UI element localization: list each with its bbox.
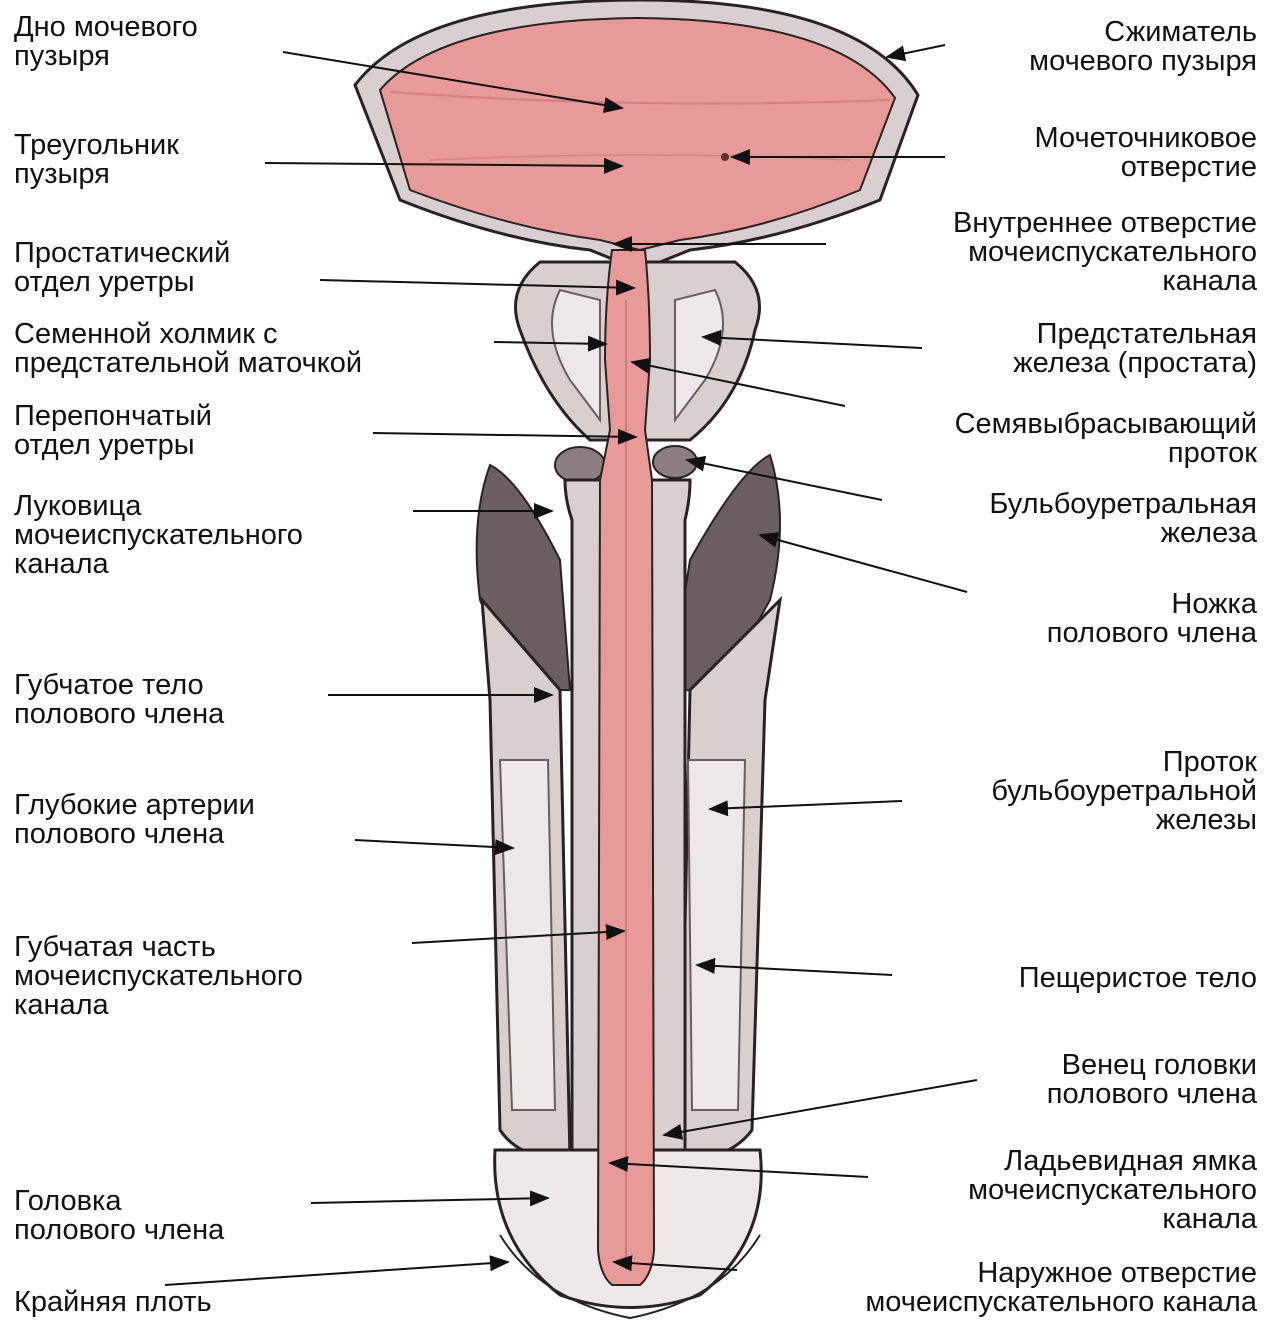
label-text: отдел уретры: [14, 268, 230, 297]
label-text: Глубокие артерии: [14, 791, 255, 820]
label-prostate: Предстательная железа (простата): [1013, 320, 1257, 378]
label-text: Мочеточниковое: [1035, 124, 1258, 153]
label-text: канала: [968, 1205, 1257, 1234]
bulbourethral-gland-left: [555, 447, 605, 483]
label-text: мочеиспускательного канала: [865, 1288, 1257, 1317]
label-text: Ладьевидная ямка: [968, 1147, 1257, 1176]
label-text: Бульбоуретральная: [989, 490, 1257, 519]
label-text: Семенной холмик с: [14, 320, 362, 349]
label-text: мочеиспускательного: [14, 962, 303, 991]
label-text: Треугольник: [14, 131, 179, 160]
label-text: отверстие: [1035, 153, 1258, 182]
label-text: полового члена: [14, 820, 255, 849]
label-deep-arteries: Глубокие артерии полового члена: [14, 791, 255, 849]
label-text: железы: [991, 806, 1257, 835]
label-spongy-urethra: Губчатая часть мочеиспускательного канал…: [14, 933, 303, 1020]
label-bladder-sphincter: Сжиматель мочевого пузыря: [1029, 18, 1257, 76]
label-text: Проток: [991, 748, 1257, 777]
label-text: железа: [989, 519, 1257, 548]
label-text: полового члена: [1047, 619, 1257, 648]
label-text: Перепончатый: [14, 402, 212, 431]
label-text: полового члена: [14, 700, 224, 729]
label-text: Головка: [14, 1187, 224, 1216]
label-prostatic-urethra: Простатический отдел уретры: [14, 239, 230, 297]
label-text: проток: [955, 439, 1257, 468]
label-penis-crus: Ножка полового члена: [1047, 590, 1257, 648]
label-text: Простатический: [14, 239, 230, 268]
bladder: [355, 0, 918, 262]
label-bladder-trigone: Треугольник пузыря: [14, 131, 179, 189]
label-foreskin: Крайняя плоть: [14, 1288, 212, 1317]
label-text: канала: [14, 550, 303, 579]
label-ejaculatory-duct: Семявыбрасывающий проток: [955, 410, 1257, 468]
label-text: Сжиматель: [1029, 18, 1257, 47]
bulbourethral-gland-right: [653, 446, 697, 478]
label-text: предстательной маточкой: [14, 349, 362, 378]
label-text: Венец головки: [1047, 1051, 1257, 1080]
label-text: Пещеристое тело: [1019, 964, 1257, 993]
label-glans: Головка полового члена: [14, 1187, 224, 1245]
label-glans-corona: Венец головки полового члена: [1047, 1051, 1257, 1109]
ureteral-orifice-mark: [721, 153, 729, 161]
label-text: бульбоуретральной: [991, 777, 1257, 806]
label-text: отдел уретры: [14, 431, 212, 460]
label-text: Предстательная: [1013, 320, 1257, 349]
label-seminal-colliculus: Семенной холмик с предстательной маточко…: [14, 320, 362, 378]
label-text: пузыря: [14, 42, 198, 71]
label-bulbourethral-gland: Бульбоуретральная железа: [989, 490, 1257, 548]
label-bladder-fundus: Дно мочевого пузыря: [14, 13, 198, 71]
label-ureteral-orifice: Мочеточниковое отверстие: [1035, 124, 1258, 182]
label-text: Дно мочевого: [14, 13, 198, 42]
label-text: железа (простата): [1013, 349, 1257, 378]
label-text: полового члена: [14, 1216, 224, 1245]
label-text: Губчатая часть: [14, 933, 303, 962]
label-text: Наружное отверстие: [865, 1259, 1257, 1288]
label-text: мочевого пузыря: [1029, 47, 1257, 76]
label-bulbourethral-duct: Проток бульбоуретральной железы: [991, 748, 1257, 835]
label-text: Ножка: [1047, 590, 1257, 619]
label-navicular-fossa: Ладьевидная ямка мочеиспускательного кан…: [968, 1147, 1257, 1234]
label-text: пузыря: [14, 160, 179, 189]
label-text: канала: [953, 267, 1257, 296]
label-text: Семявыбрасывающий: [955, 410, 1257, 439]
label-urethral-bulb: Луковица мочеиспускательного канала: [14, 492, 303, 579]
label-text: мочеиспускательного: [968, 1176, 1257, 1205]
label-internal-urethral-orifice: Внутреннее отверстие мочеиспускательного…: [953, 209, 1257, 296]
label-text: Внутреннее отверстие: [953, 209, 1257, 238]
label-text: мочеиспускательного: [953, 238, 1257, 267]
label-corpus-spongiosum: Губчатое тело полового члена: [14, 671, 224, 729]
label-text: полового члена: [1047, 1080, 1257, 1109]
label-corpus-cavernosum: Пещеристое тело: [1019, 964, 1257, 993]
label-text: Крайняя плоть: [14, 1288, 212, 1317]
label-membranous-urethra: Перепончатый отдел уретры: [14, 402, 212, 460]
label-text: канала: [14, 991, 303, 1020]
label-external-urethral-orifice: Наружное отверстие мочеиспускательного к…: [865, 1259, 1257, 1317]
label-text: мочеиспускательного: [14, 521, 303, 550]
label-text: Луковица: [14, 492, 303, 521]
label-text: Губчатое тело: [14, 671, 224, 700]
